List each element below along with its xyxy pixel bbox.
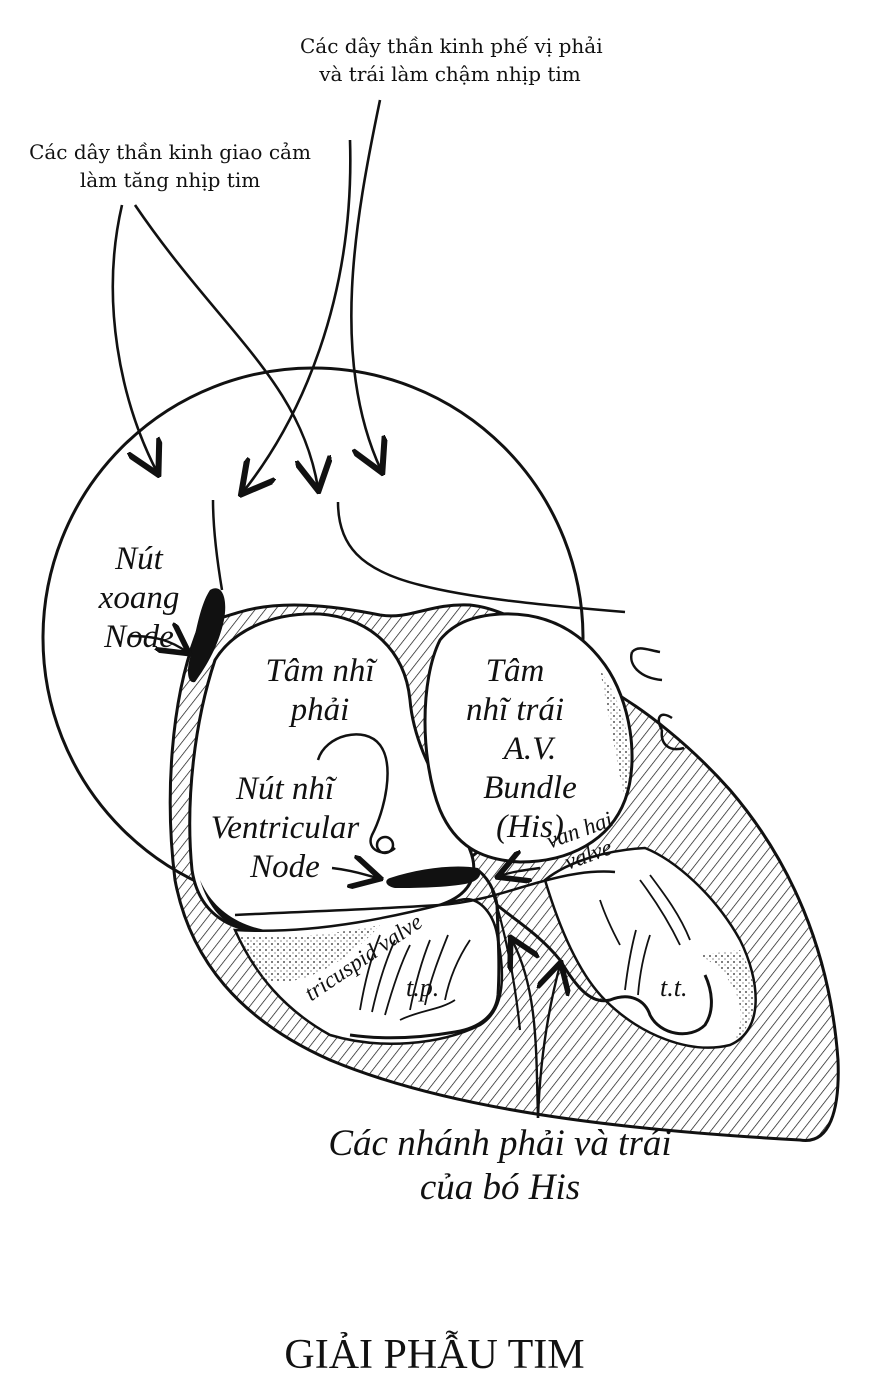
left-atrium-label-line2: nhĩ trái: [440, 691, 590, 730]
bundle-branches-line1: Các nhánh phải và trái: [260, 1122, 740, 1166]
bundle-branches-caption: Các nhánh phải và trái của bó His: [260, 1122, 740, 1210]
tt-label: t.t.: [660, 975, 687, 1001]
sa-node-label: Nút xoang Node: [84, 540, 194, 657]
sympathetic-label-line2: làm tăng nhịp tim: [20, 166, 320, 194]
left-atrium-label: Tâm nhĩ trái: [440, 652, 590, 730]
av-node-label-line2: Ventricular: [180, 809, 390, 848]
vagus-label-line1: Các dây thần kinh phế vị phải: [300, 32, 600, 60]
sympathetic-nerves-label: Các dây thần kinh giao cảm làm tăng nhịp…: [20, 138, 320, 194]
av-node-label-line1: Nút nhĩ: [180, 770, 390, 809]
figure-title: GIẢI PHẪU TIM: [0, 1330, 869, 1380]
right-atrium-label: Tâm nhĩ phải: [240, 652, 400, 730]
sa-node-label-line1: Nút: [84, 540, 194, 579]
av-bundle-label-line1: A.V.: [450, 730, 610, 769]
av-node-label: Nút nhĩ Ventricular Node: [180, 770, 390, 887]
vagus-label-line2: và trái làm chậm nhịp tim: [300, 60, 600, 88]
right-atrium-label-line1: Tâm nhĩ: [240, 652, 400, 691]
sa-node-label-line2: xoang: [84, 579, 194, 618]
sa-node-label-line3: Node: [84, 618, 194, 657]
bundle-branches-line2: của bó His: [260, 1166, 740, 1210]
av-node-label-line3: Node: [180, 848, 390, 887]
tp-label: t.p.: [406, 975, 439, 1001]
vagus-nerves-label: Các dây thần kinh phế vị phải và trái là…: [300, 32, 600, 88]
left-atrium-label-line1: Tâm: [440, 652, 590, 691]
av-bundle-label-line2: Bundle: [450, 769, 610, 808]
sympathetic-label-line1: Các dây thần kinh giao cảm: [20, 138, 320, 166]
right-atrium-label-line2: phải: [240, 691, 400, 730]
